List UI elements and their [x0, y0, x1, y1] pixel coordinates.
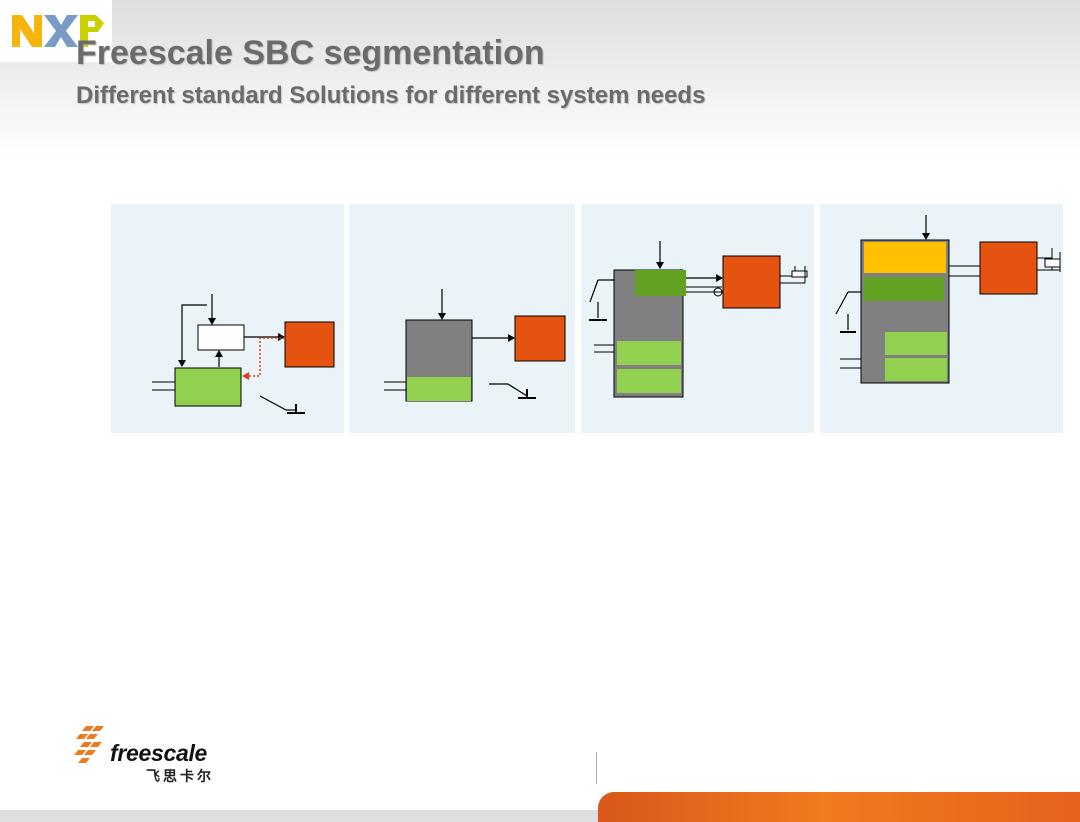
mcu-interface-block-yellow: [864, 242, 946, 273]
footer-divider: [596, 752, 597, 784]
transceiver-block-green-1: [617, 341, 681, 365]
freescale-logo-mark: [74, 726, 104, 763]
mcu-block-orange: [722, 255, 781, 309]
nxp-logo-graphic: [12, 15, 104, 47]
panel-1: [111, 204, 344, 433]
transceiver-block-green-1: [885, 332, 947, 355]
footer-accent-bar: [598, 792, 1080, 822]
transceiver-block-green-2: [617, 369, 681, 393]
panel-2: [349, 204, 575, 433]
regulator-block-dark-green: [635, 270, 686, 296]
crystal-icon: [791, 270, 808, 278]
transceiver-block-green: [407, 377, 471, 401]
panel-4: [820, 204, 1063, 433]
regulator-block-dark-green: [864, 277, 944, 301]
transceiver-block-green: [174, 367, 242, 407]
nxp-logo: [0, 0, 112, 62]
freescale-wordmark: freescale: [110, 740, 208, 766]
page-title: Freescale SBC segmentation: [76, 34, 545, 72]
mcu-block-orange: [284, 321, 335, 368]
mcu-block-orange: [514, 315, 566, 362]
transceiver-block-green-2: [885, 358, 947, 381]
crystal-icon: [1044, 258, 1061, 268]
freescale-chinese-name: 飞思卡尔: [146, 769, 214, 785]
panel-3: [581, 204, 814, 433]
page-subtitle: Different standard Solutions for differe…: [76, 82, 706, 109]
regulator-block: [197, 324, 245, 351]
mcu-block-orange: [979, 241, 1038, 295]
